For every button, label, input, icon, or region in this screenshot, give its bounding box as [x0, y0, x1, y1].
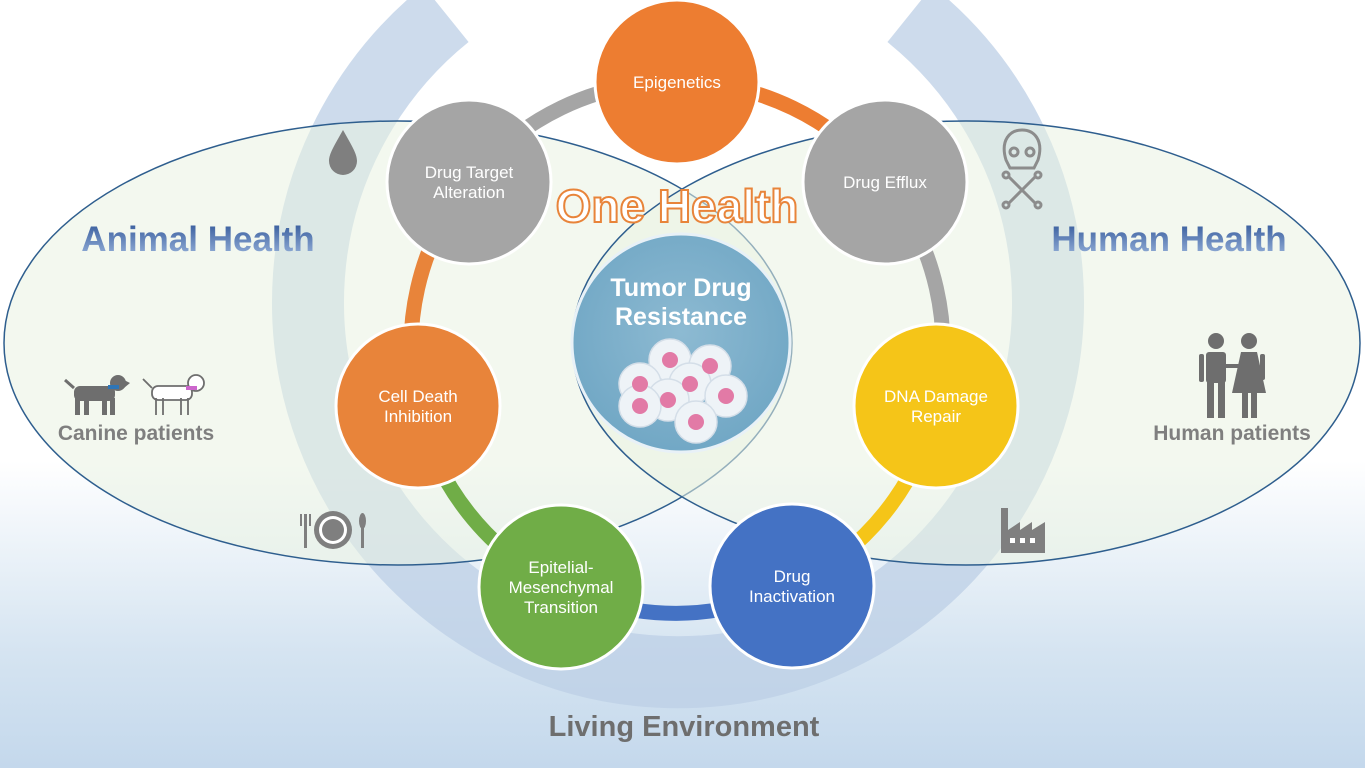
mechanism-node: Epigenetics: [593, 0, 761, 166]
center-title-line1: Tumor Drug: [610, 274, 751, 302]
mechanism-circle: [593, 0, 761, 166]
mechanism-label: Inhibition: [384, 407, 452, 426]
cell-cluster-icon: [618, 338, 748, 444]
people-icon: [1199, 333, 1266, 418]
center-title-line2: Resistance: [615, 303, 747, 331]
mechanism-label: Inactivation: [749, 587, 835, 606]
mechanism-label: Mesenchymal: [509, 578, 614, 597]
human-patients-label: Human patients: [1153, 422, 1311, 445]
water-drop-icon: [329, 130, 357, 175]
factory-icon: [1001, 508, 1045, 553]
mechanism-circle: [801, 98, 969, 266]
mechanism-circle: [385, 98, 553, 266]
dogs-icon: [64, 374, 205, 415]
mechanism-label: Drug: [774, 567, 811, 586]
human-health-title: Human Health: [1051, 220, 1286, 259]
mechanism-label: Drug Target: [425, 163, 514, 182]
mechanism-label: Cell Death: [378, 387, 457, 406]
mechanism-circle: [334, 322, 502, 490]
skull-crossbones-icon: [1001, 128, 1043, 210]
mechanism-label: Drug Efflux: [843, 173, 927, 192]
mechanism-label: DNA Damage: [884, 387, 988, 406]
mechanism-label: Alteration: [433, 183, 505, 202]
mechanism-label: Epigenetics: [633, 73, 721, 92]
mechanism-node: Drug Efflux: [801, 98, 969, 266]
canine-patients-label: Canine patients: [58, 422, 214, 445]
mechanism-circle: [852, 322, 1020, 490]
mechanism-circle: [708, 502, 876, 670]
mechanism-circle: [477, 503, 645, 671]
one-health-title: One Health: [556, 180, 799, 232]
mechanism-label: Repair: [911, 407, 961, 426]
dish-cutlery-icon: [300, 511, 366, 549]
mechanism-label: Transition: [524, 598, 598, 617]
animal-health-title: Animal Health: [81, 220, 314, 259]
living-environment-label: Living Environment: [549, 711, 820, 743]
mechanism-label: Epitelial-: [528, 558, 593, 577]
